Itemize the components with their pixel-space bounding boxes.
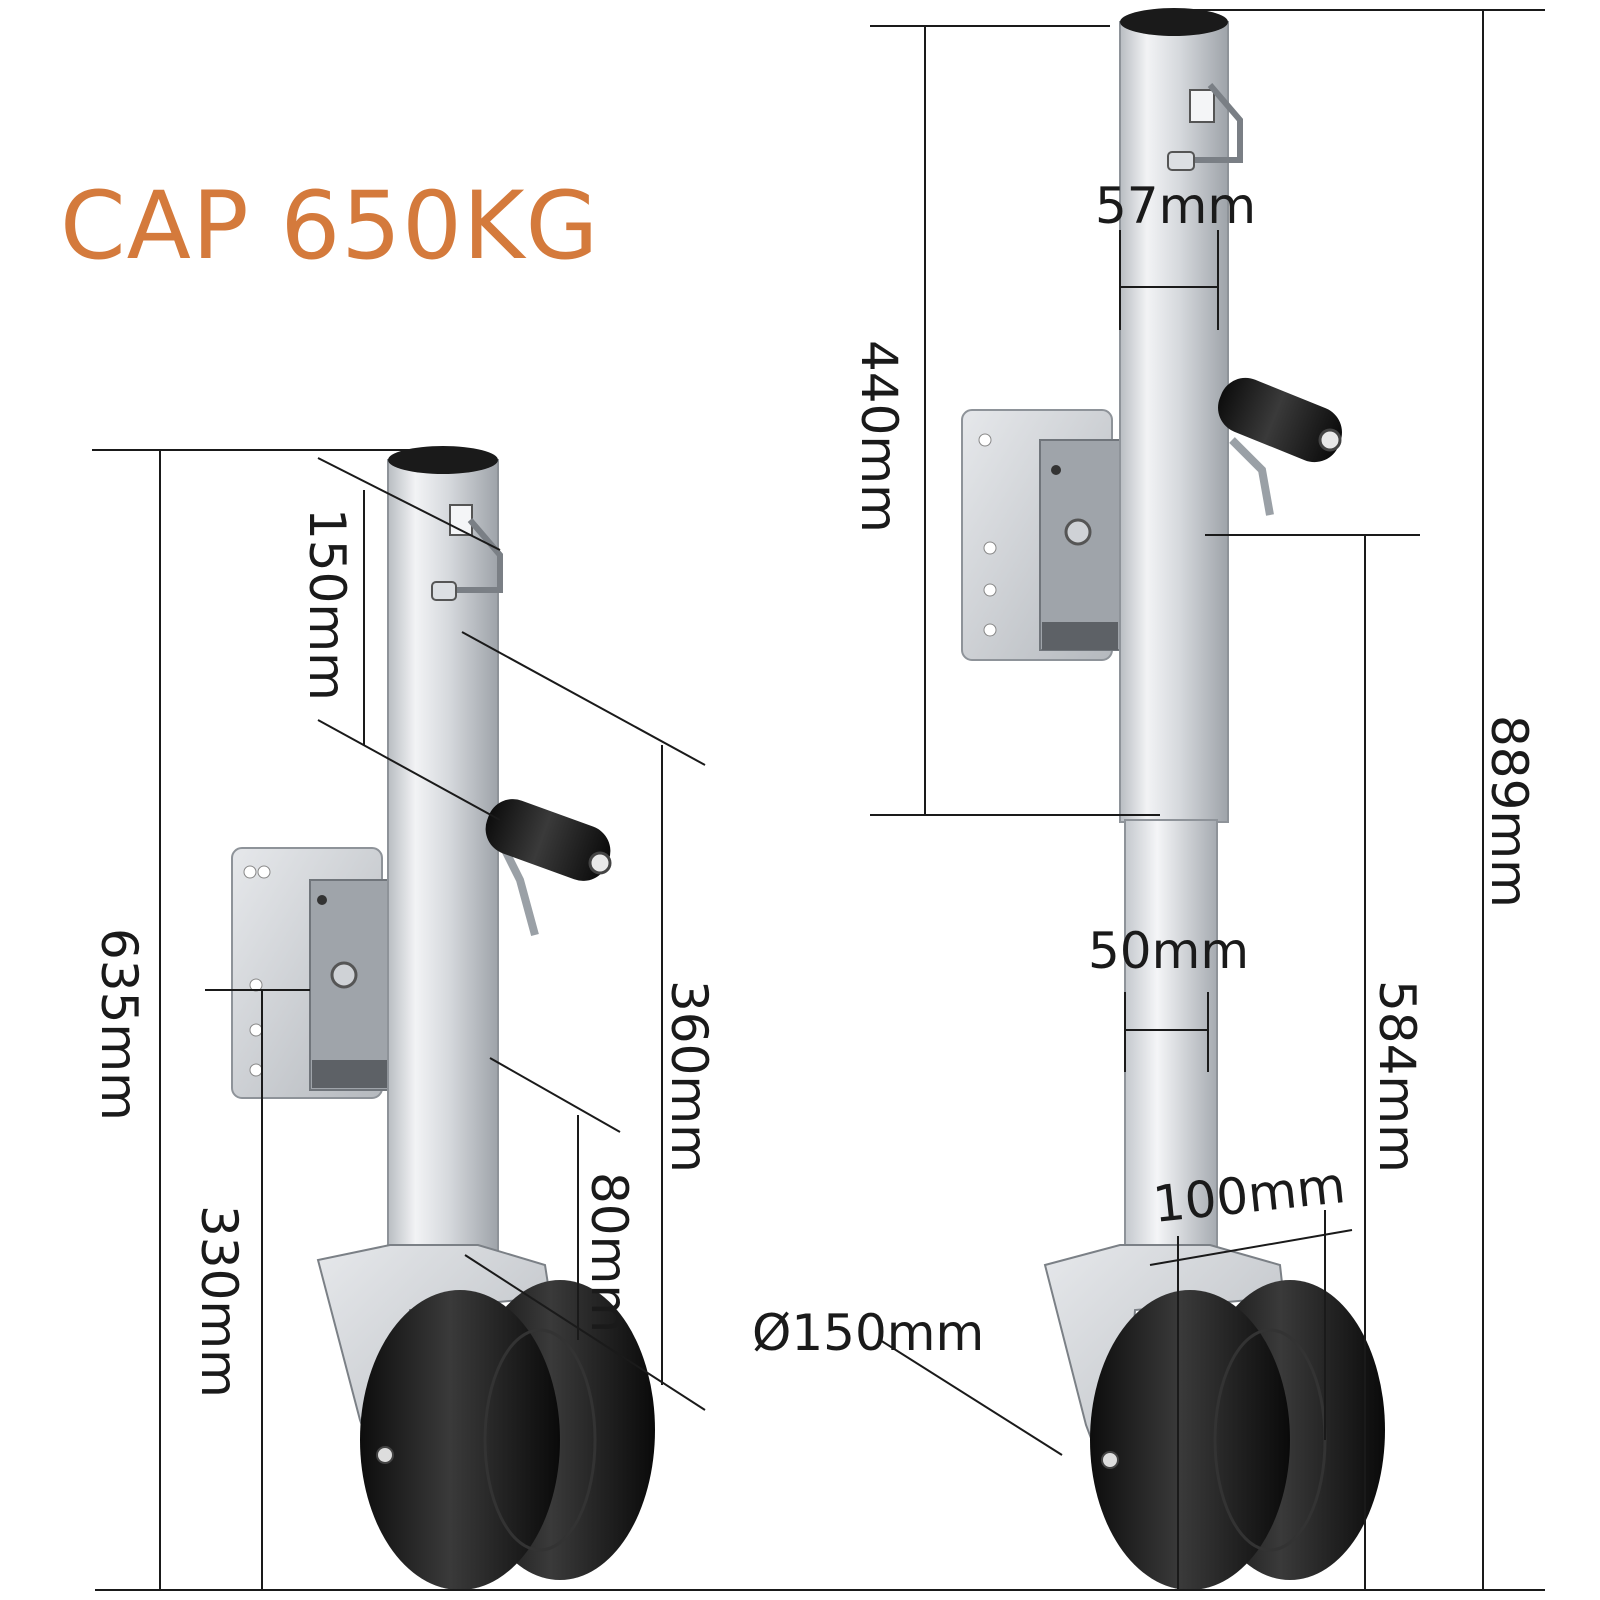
right-inner-tube [1124,819,1218,1261]
left-jack [231,446,655,1590]
label-left-lower: 80mm [580,1172,638,1333]
dimension-labels: 635mm 150mm 360mm 330mm 80mm 440mm 889mm… [90,177,1538,1398]
left-mount-bracket [231,847,391,1099]
right-wheel-icon [1090,1280,1385,1590]
left-top-cap-icon [388,446,498,474]
label-right-upper: 440mm [850,340,908,533]
right-top-cap-icon [1120,8,1228,36]
dimension-lines [92,9,1545,1591]
label-right-wheel-dia: Ø150mm [752,1304,984,1362]
right-jack [961,8,1385,1590]
left-outer-tube [387,459,499,1261]
label-right-lower: 584mm [1368,980,1426,1173]
right-mount-bracket [961,409,1121,661]
label-left-total: 635mm [90,928,148,1121]
right-crank-handle [1218,377,1342,516]
label-left-mount: 330mm [190,1205,248,1398]
capacity-title: CAP 650KG [60,172,600,281]
label-right-outer-tube: 57mm [1095,177,1256,235]
label-left-upper: 360mm [660,980,718,1173]
left-wheel-icon [360,1280,655,1590]
label-right-inner-tube: 50mm [1088,922,1249,980]
label-left-top: 150mm [298,508,356,701]
right-outer-tube [1119,21,1229,823]
left-crank-handle [485,799,612,937]
label-right-total: 889mm [1480,715,1538,908]
right-lock-pin [1167,83,1243,171]
